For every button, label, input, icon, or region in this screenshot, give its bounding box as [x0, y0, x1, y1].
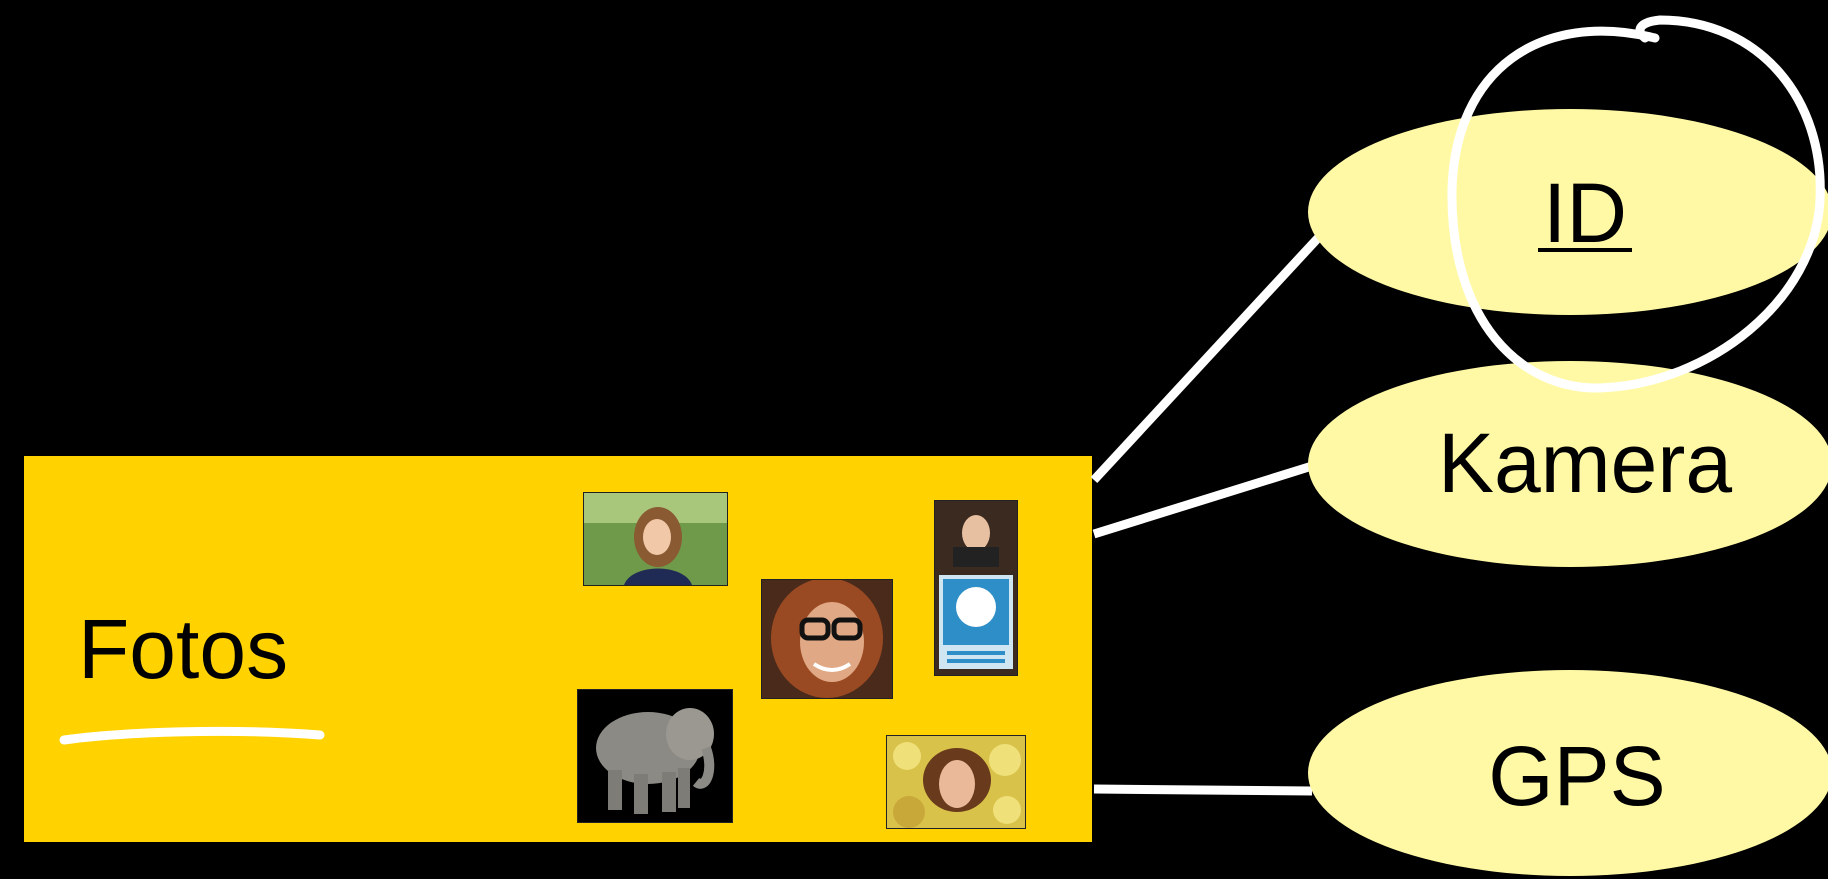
ellipse-kamera [1308, 361, 1828, 567]
connector-gps [1093, 784, 1313, 796]
photo-girl-portrait [583, 492, 728, 586]
node-label-id: ID [1543, 166, 1627, 260]
handdrawn-underline [59, 726, 325, 745]
ellipse-id [1308, 109, 1828, 315]
node-label-gps: GPS [1488, 729, 1665, 823]
handdrawn-circle [1447, 15, 1825, 393]
fotos-label: Fotos [78, 602, 288, 696]
photo-man-with-poster [934, 500, 1018, 676]
photo-elephant [577, 689, 733, 823]
photo-woman-in-flowers [886, 735, 1026, 829]
connector-kamera [1092, 461, 1314, 539]
ellipse-gps [1308, 670, 1828, 876]
connector-id [1090, 234, 1322, 484]
node-label-kamera: Kamera [1438, 416, 1732, 510]
photo-bearded-man-portrait [761, 579, 893, 699]
